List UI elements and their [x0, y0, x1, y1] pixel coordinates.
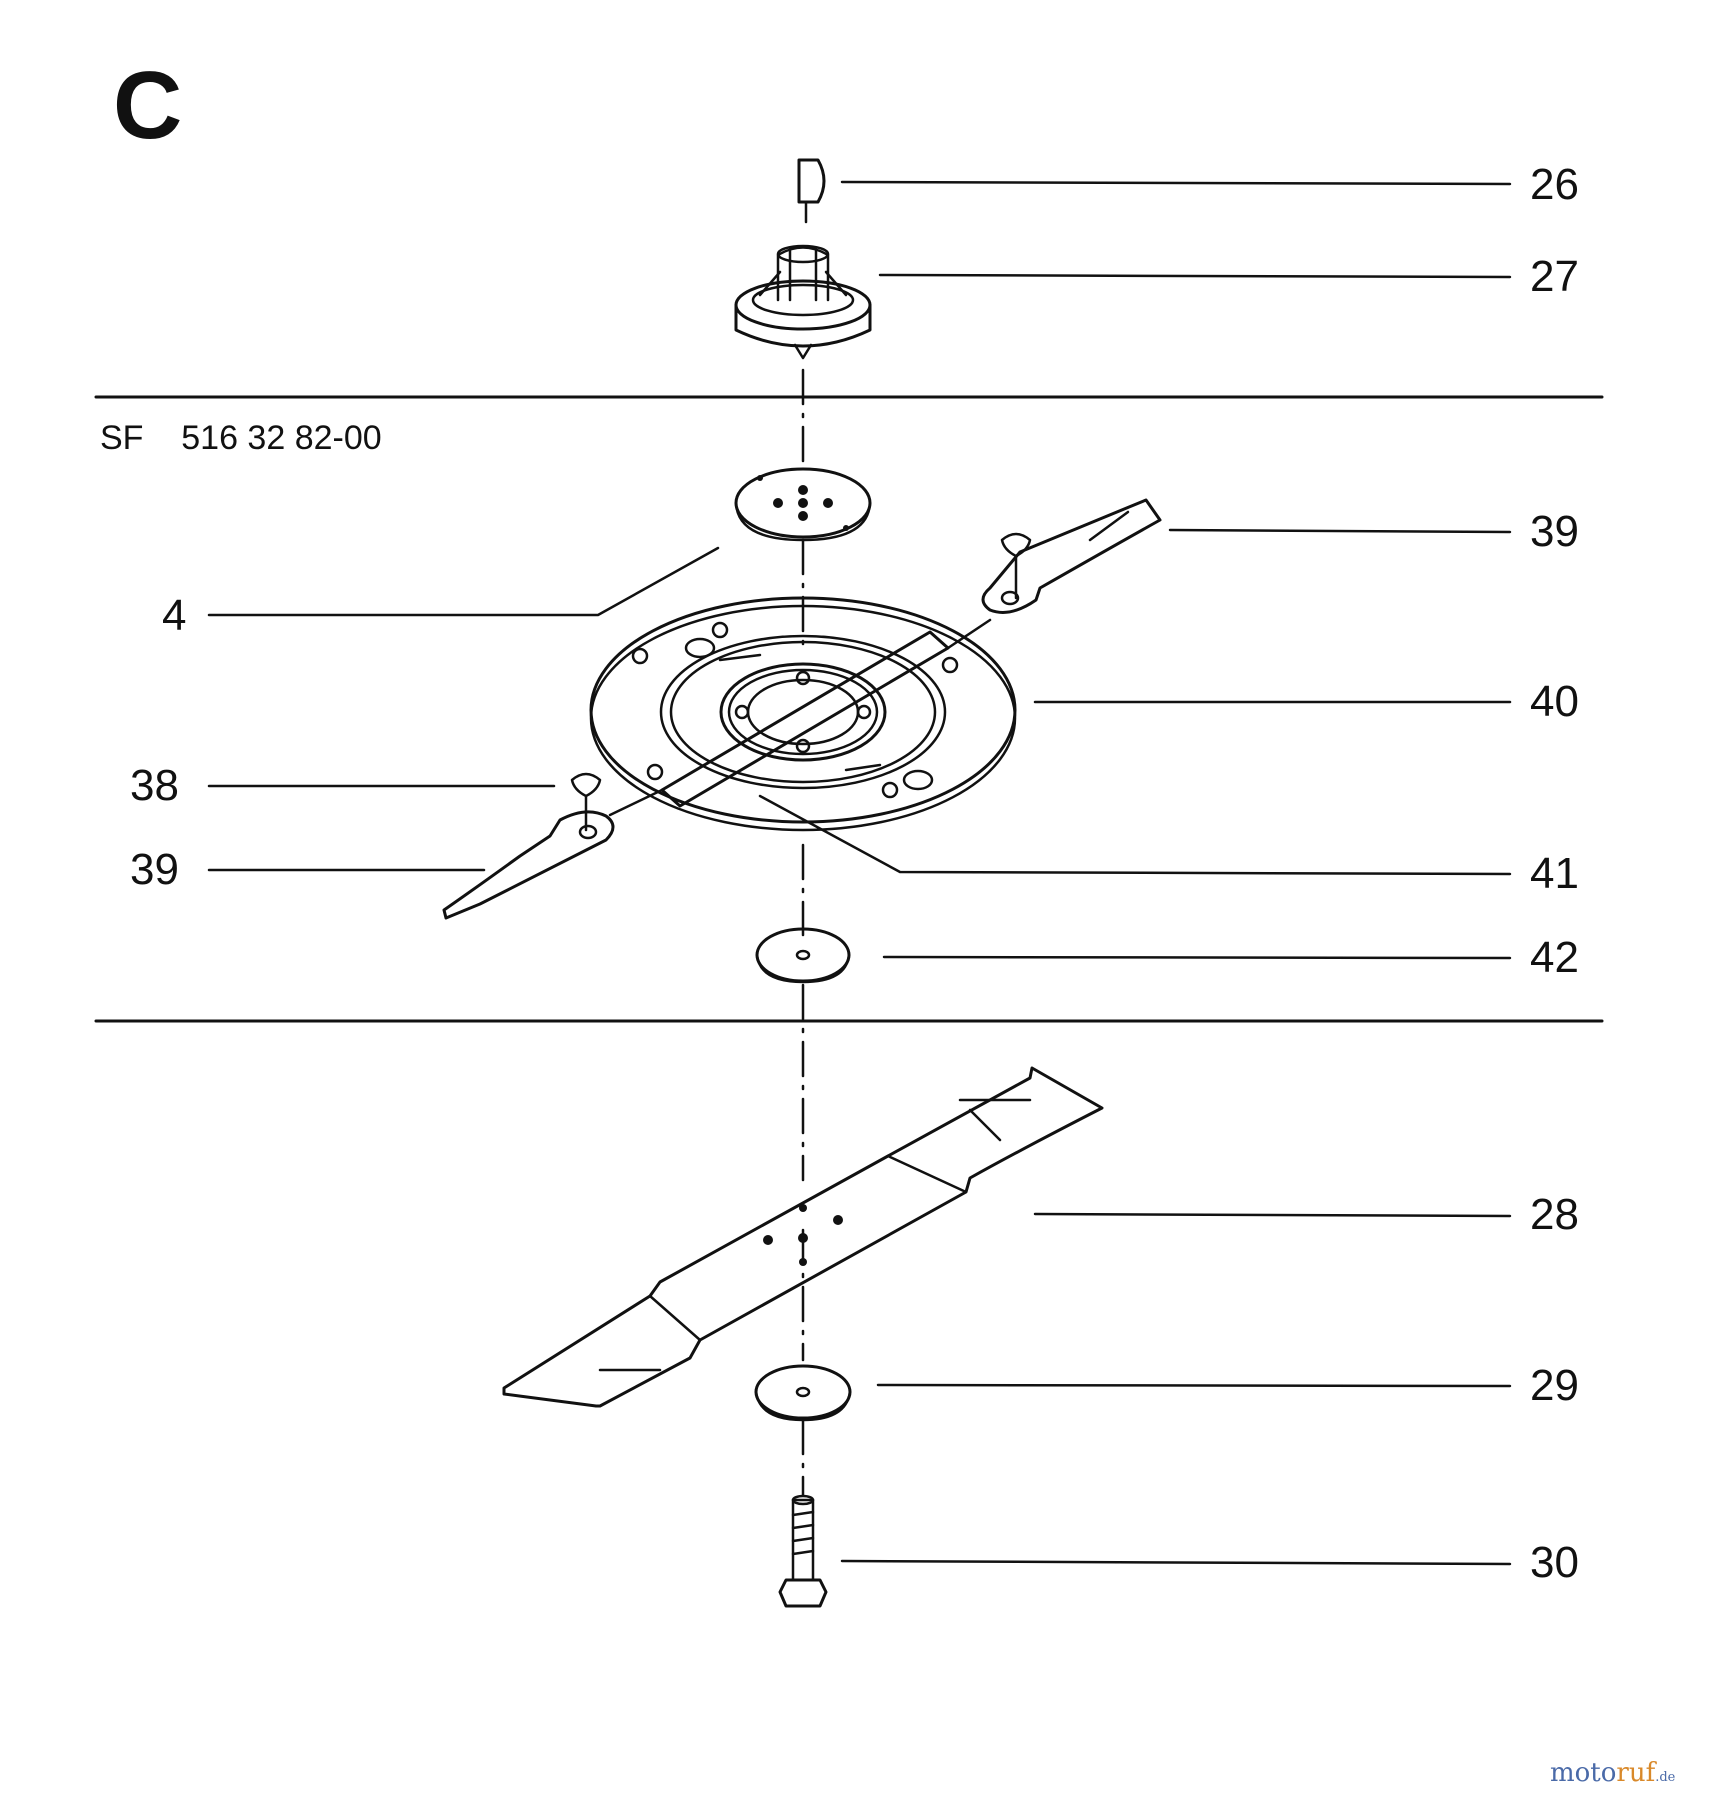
watermark-logo: motoruf.de: [1550, 1760, 1675, 1786]
part-26-key: [797, 158, 826, 224]
kit-label: SF 516 32 82-00: [100, 421, 382, 455]
part-39-blade-left: [442, 810, 615, 920]
callout-28: 28: [1530, 1190, 1579, 1239]
watermark-part3: .de: [1655, 1770, 1676, 1785]
part-29-washer: [754, 1364, 852, 1422]
watermark-part1: moto: [1550, 1758, 1617, 1788]
callout-39-right: 39: [1530, 507, 1579, 556]
part-27-hub: [734, 244, 872, 360]
callout-27: 27: [1530, 252, 1579, 301]
part-30-bolt: [778, 1494, 828, 1608]
callout-41: 41: [1530, 849, 1579, 898]
callout-40: 40: [1530, 677, 1579, 726]
kit-number: 516 32 82-00: [181, 419, 382, 457]
watermark-part2: ruf: [1616, 1758, 1656, 1788]
kit-code: SF: [100, 419, 144, 457]
callout-42: 42: [1530, 933, 1579, 982]
part-41-blade-bar: [608, 618, 992, 817]
part-40-disc: [589, 596, 1017, 832]
part-28-blade-holes: [763, 1204, 843, 1266]
part-28-main-blade: [502, 1066, 1104, 1408]
part-4-plate-holes: [757, 475, 849, 531]
callout-4: 4: [162, 591, 187, 640]
leader-lines: [207, 180, 1512, 1566]
part-4-plate: [734, 467, 872, 542]
callout-26: 26: [1530, 160, 1579, 209]
callout-39-left: 39: [130, 845, 179, 894]
part-38-screw-left: [570, 772, 602, 832]
part-39-blade-right: [981, 498, 1162, 614]
section-letter: C: [113, 52, 183, 159]
callout-38: 38: [130, 761, 179, 810]
part-42-washer: [755, 927, 851, 984]
part-38-screw-right: [1000, 532, 1032, 600]
callout-30: 30: [1530, 1538, 1579, 1587]
callout-29: 29: [1530, 1361, 1579, 1410]
